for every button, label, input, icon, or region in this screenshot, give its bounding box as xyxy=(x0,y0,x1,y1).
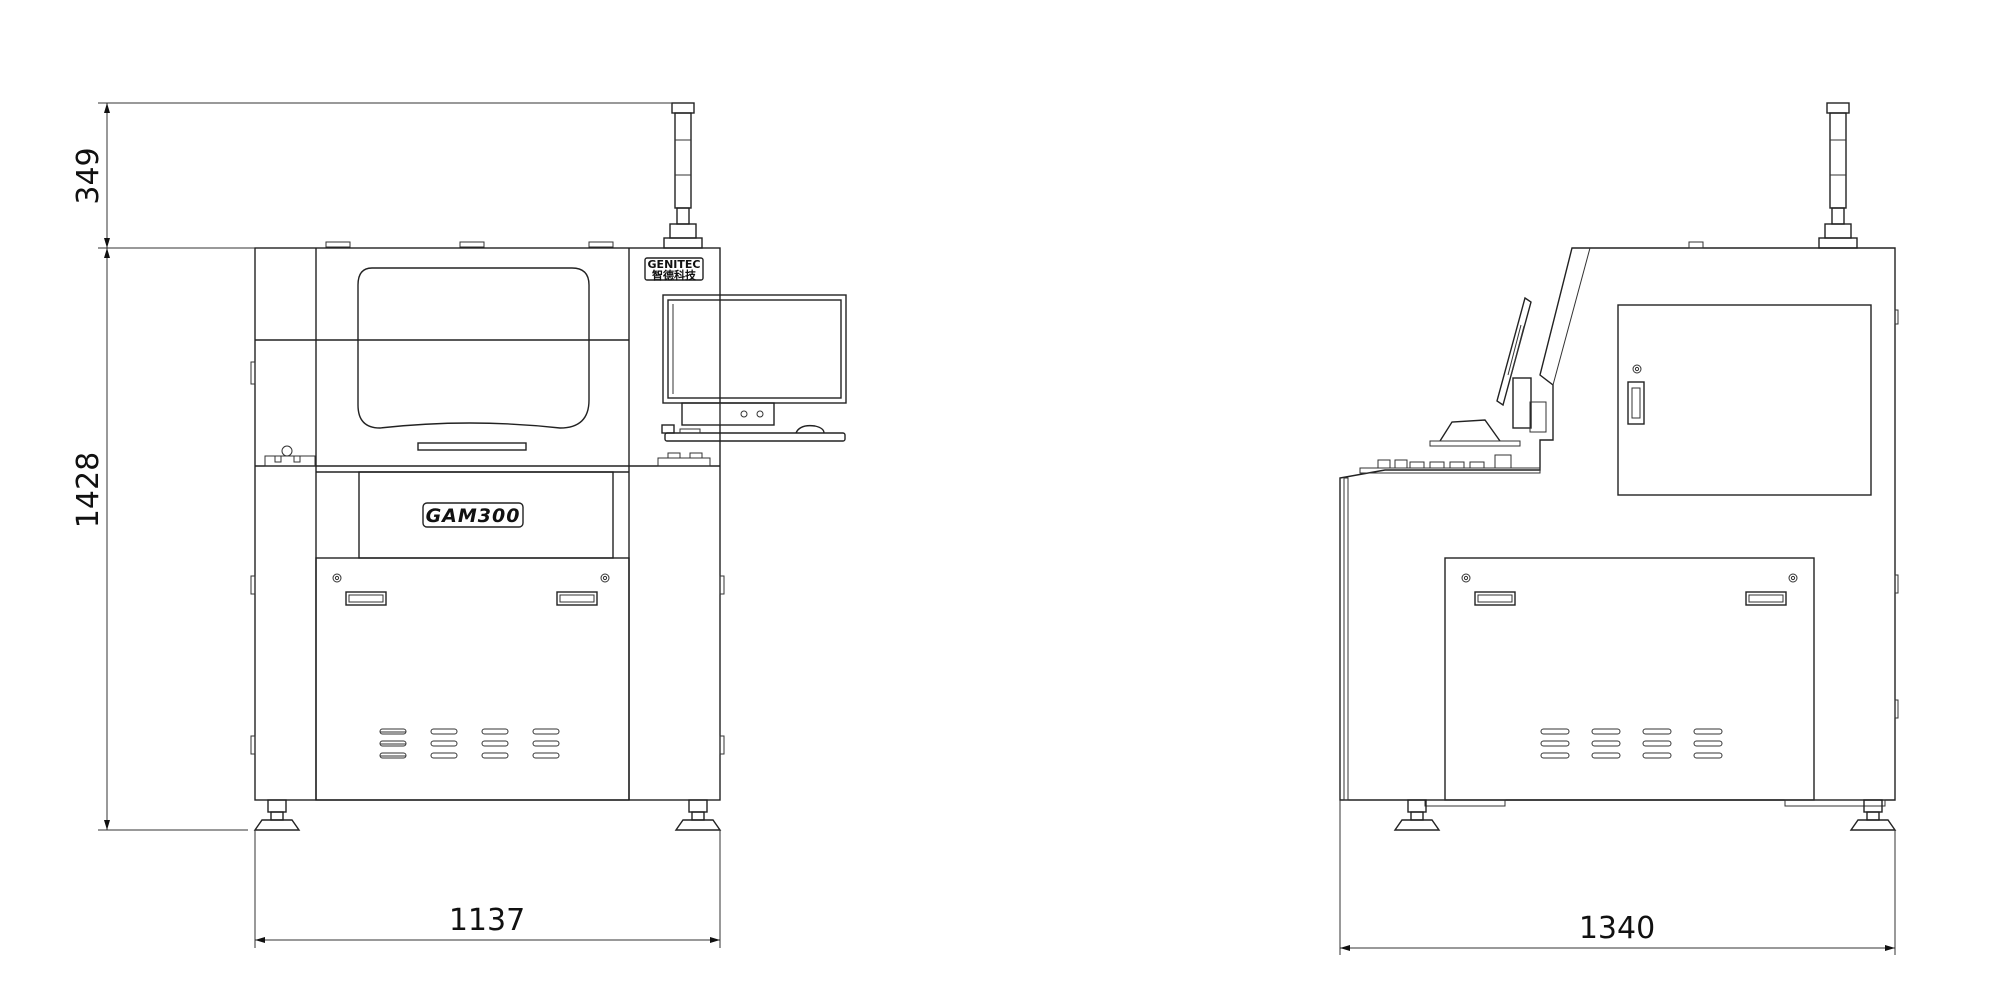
vent-slots xyxy=(379,728,560,759)
leveling-foot-icon xyxy=(1849,799,1897,831)
side-lower-door xyxy=(1444,557,1815,801)
door-handle xyxy=(345,591,387,606)
monitor-side-icon xyxy=(1429,296,1547,447)
leveling-foot-icon xyxy=(1393,799,1441,831)
brand-logo: GENITEC 智德科技 xyxy=(644,257,704,282)
side-view xyxy=(1339,102,1899,831)
viewing-window xyxy=(357,267,590,429)
keyboard-tray xyxy=(664,424,846,442)
front-lower-door xyxy=(315,557,630,801)
front-dimensions: 349 1428 1137 xyxy=(71,102,721,948)
door-handle xyxy=(556,591,598,606)
window-handle xyxy=(417,442,527,451)
button-cluster-icon xyxy=(264,445,711,467)
door-handle xyxy=(1745,591,1787,606)
dimension-1137: 1137 xyxy=(449,903,525,938)
brand-name: GENITEC xyxy=(648,258,701,271)
panel-latch xyxy=(1627,381,1645,425)
side-dimensions: 1340 xyxy=(1339,800,1896,955)
model-name: GAM300 xyxy=(426,505,521,527)
brand-subtitle: 智德科技 xyxy=(652,268,697,282)
monitor-icon xyxy=(661,294,847,434)
leveling-foot-icon xyxy=(253,799,301,831)
model-plate: GAM300 xyxy=(422,502,524,528)
vent-slots xyxy=(1540,728,1723,759)
signal-tower-icon xyxy=(663,102,703,249)
side-access-panel xyxy=(1617,304,1872,496)
door-handle xyxy=(1474,591,1516,606)
dimension-349: 349 xyxy=(71,147,106,204)
button-cluster-icon xyxy=(1359,454,1541,474)
signal-tower-icon xyxy=(1818,102,1858,249)
dimension-1428: 1428 xyxy=(71,452,106,528)
front-view: GENITEC 智德科技 xyxy=(250,102,847,831)
leveling-foot-icon xyxy=(674,799,722,831)
dimension-1340: 1340 xyxy=(1579,911,1655,946)
